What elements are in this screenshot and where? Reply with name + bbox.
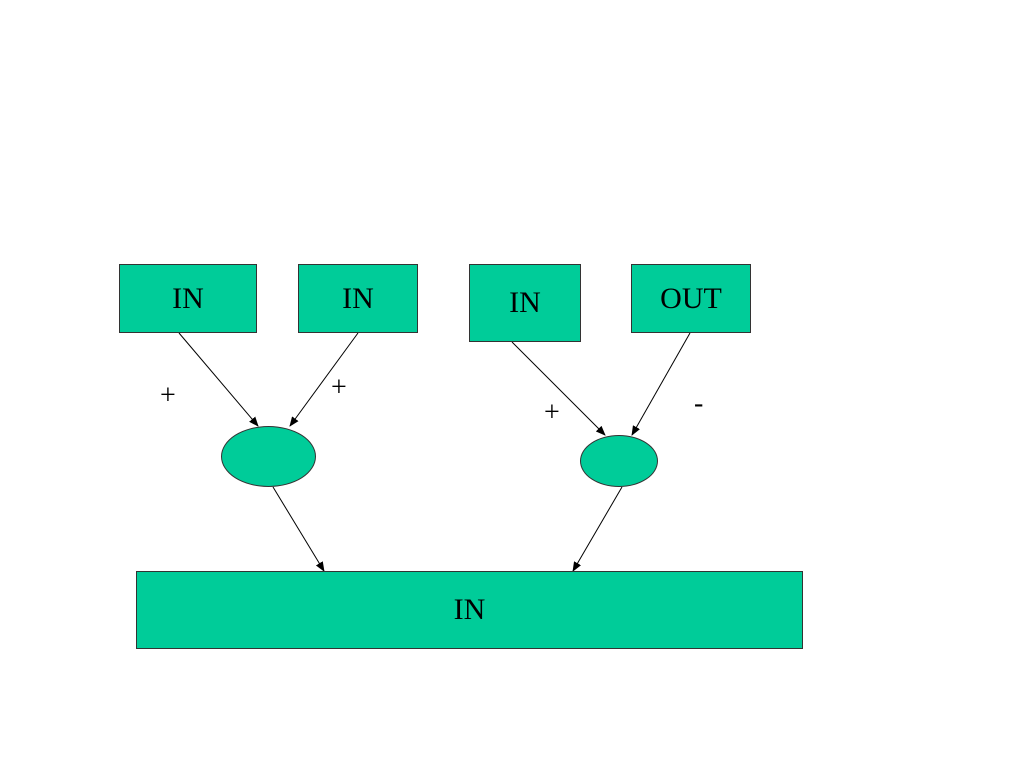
arrow-right-junction-to-bottom [572, 486, 623, 572]
node-in-1: IN [119, 264, 257, 333]
node-in-bottom-label: IN [453, 593, 486, 626]
junction-left [221, 426, 316, 487]
arrow-left-junction-to-bottom [272, 486, 325, 572]
node-out-label: OUT [660, 281, 722, 315]
node-in-bottom: IN [136, 571, 803, 649]
arrow-in2-to-left-junction [289, 332, 359, 427]
arrow-in3-to-right-junction [511, 341, 606, 436]
node-in-3-label: IN [509, 286, 541, 319]
node-in-1-label: IN [172, 281, 204, 315]
arrow-in1-to-left-junction [178, 332, 259, 427]
edge-sign-out: - [694, 388, 704, 419]
node-out: OUT [631, 264, 751, 333]
junction-right [580, 435, 658, 487]
node-in-2: IN [298, 264, 418, 333]
arrow-out-to-right-junction [631, 332, 691, 436]
edge-sign-in3: + [544, 397, 560, 428]
node-in-2-label: IN [342, 281, 374, 315]
edge-sign-in1: + [160, 380, 176, 411]
edge-sign-in2: + [331, 372, 347, 403]
node-in-3: IN [469, 264, 581, 342]
